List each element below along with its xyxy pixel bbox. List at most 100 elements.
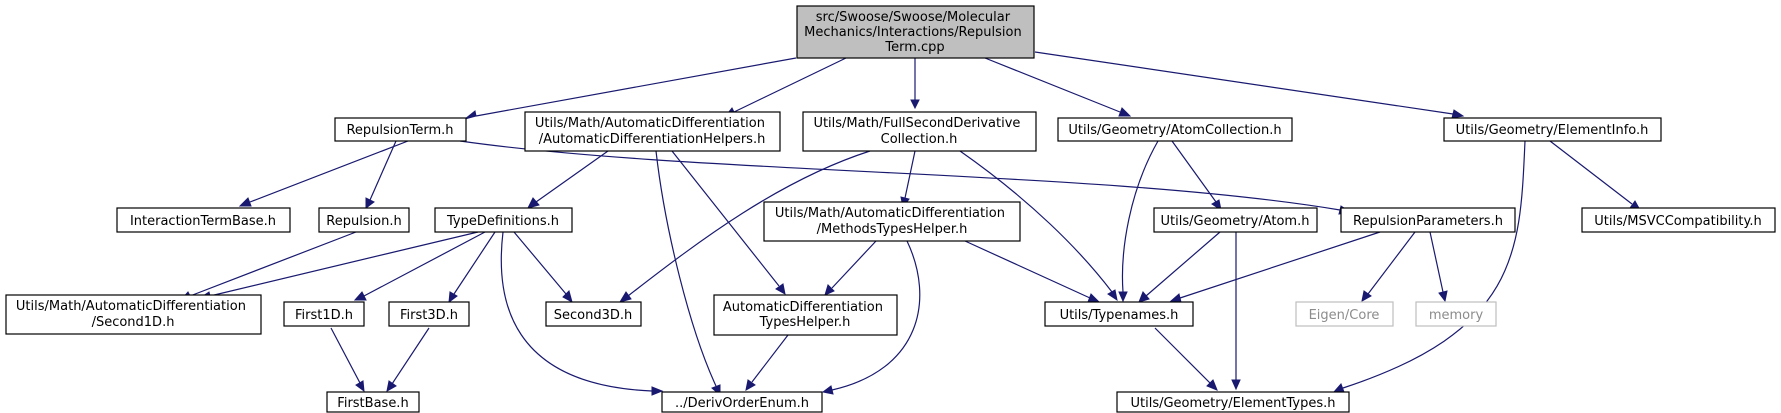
edge-atomcollection-atom	[1171, 140, 1217, 203]
edge-typeshelper-derivorder	[751, 334, 789, 383]
svg-text:Utils/Math/AutomaticDifferenti: Utils/Math/AutomaticDifferentiation /Aut…	[535, 116, 769, 147]
node-repulsion-parameters-h[interactable]: RepulsionParameters.h	[1340, 207, 1516, 233]
node-type-definitions-h[interactable]: TypeDefinitions.h	[434, 207, 573, 233]
svg-text:InteractionTermBase.h: InteractionTermBase.h	[130, 214, 276, 229]
svg-text:Utils/Math/AutomaticDifferenti: Utils/Math/AutomaticDifferentiation /Met…	[775, 206, 1009, 237]
node-label-line: Utils/Math/AutomaticDifferentiation	[16, 299, 246, 314]
edge-root-atomcollection	[984, 57, 1121, 113]
nodes: src/Swoose/Swoose/Molecular Mechanics/In…	[5, 5, 1776, 413]
node-label-line: TypesHelper.h	[759, 315, 851, 330]
edge-repulsion-second1d	[189, 231, 357, 297]
node-autodiff-types-helper-h[interactable]: AutomaticDifferentiation TypesHelper.h	[713, 294, 898, 336]
node-atom-h[interactable]: Utils/Geometry/Atom.h	[1153, 207, 1318, 233]
node-second1d-h[interactable]: Utils/Math/AutomaticDifferentiation /Sec…	[5, 294, 262, 335]
node-first-base-h[interactable]: FirstBase.h	[326, 391, 420, 413]
edge-elementinfo-msvc	[1549, 140, 1633, 205]
node-element-types-h[interactable]: Utils/Geometry/ElementTypes.h	[1116, 391, 1350, 413]
node-root-file[interactable]: src/Swoose/Swoose/Molecular Mechanics/In…	[796, 5, 1035, 59]
svg-text:src/Swoose/Swoose/Molecular: src/Swoose/Swoose/Molecular Mechanics/In…	[804, 10, 1026, 55]
edge-first3d-firstbase	[391, 327, 430, 385]
node-atom-collection-h[interactable]: Utils/Geometry/AtomCollection.h	[1057, 117, 1293, 142]
edge-autodiffhelpers-typeshelper	[671, 150, 780, 287]
node-label-line: src/Swoose/Swoose/Molecular	[816, 10, 1011, 25]
node-interaction-term-base-h[interactable]: InteractionTermBase.h	[116, 207, 291, 233]
node-label-line: Repulsion.h	[326, 214, 402, 229]
node-label-line: Utils/MSVCCompatibility.h	[1594, 214, 1761, 229]
svg-text:FirstBase.h: FirstBase.h	[337, 396, 408, 411]
edge-typedefs-first3d	[453, 231, 496, 295]
node-label-line: Utils/Math/FullSecondDerivative	[813, 116, 1020, 131]
svg-text:Utils/Geometry/ElementTypes.h: Utils/Geometry/ElementTypes.h	[1130, 396, 1335, 411]
svg-text:TypeDefinitions.h: TypeDefinitions.h	[446, 214, 559, 229]
edge-fullsecond-typenames	[959, 150, 1113, 293]
node-second3d-h[interactable]: Second3D.h	[545, 301, 642, 327]
node-label-line: AutomaticDifferentiation	[723, 300, 883, 315]
edge-repulsionterm-repulsion	[369, 140, 397, 201]
edge-root-repulsionterm	[475, 57, 797, 117]
edge-typedefs-second3d	[513, 231, 567, 295]
node-eigen-core[interactable]: Eigen/Core	[1295, 301, 1394, 327]
edge-autodiffhelpers-typedefs	[535, 150, 609, 203]
edge-root-autodiffhelpers	[733, 57, 847, 113]
node-label-line: First3D.h	[400, 308, 458, 323]
edge-typedefs-second1d	[209, 231, 479, 297]
edge-autodiffhelpers-derivorder	[655, 150, 717, 387]
edge-repulsionparams-eigen	[1367, 231, 1416, 295]
node-repulsion-term-h[interactable]: RepulsionTerm.h	[334, 117, 467, 142]
node-element-info-h[interactable]: Utils/Geometry/ElementInfo.h	[1443, 117, 1662, 142]
svg-text:Eigen/Core: Eigen/Core	[1309, 308, 1380, 323]
svg-text:../DerivOrderEnum.h: ../DerivOrderEnum.h	[675, 396, 809, 411]
node-label-line: Second3D.h	[554, 308, 633, 323]
node-label-line: /AutomaticDifferentiationHelpers.h	[539, 132, 766, 147]
svg-text:RepulsionParameters.h: RepulsionParameters.h	[1353, 214, 1503, 229]
svg-text:Second3D.h: Second3D.h	[554, 308, 633, 323]
edge-methodstypes-typeshelper	[831, 240, 877, 289]
node-label-line: ../DerivOrderEnum.h	[675, 396, 809, 411]
svg-text:Utils/Math/AutomaticDifferenti: Utils/Math/AutomaticDifferentiation /Sec…	[16, 299, 250, 330]
node-msvc-compatibility-h[interactable]: Utils/MSVCCompatibility.h	[1581, 207, 1776, 233]
svg-text:Utils/Geometry/AtomCollection.: Utils/Geometry/AtomCollection.h	[1068, 123, 1281, 138]
node-label-line: First1D.h	[295, 308, 353, 323]
node-label-line: Eigen/Core	[1309, 308, 1380, 323]
node-first3d-h[interactable]: First3D.h	[388, 301, 470, 327]
svg-text:Utils/Math/FullSecondDerivativ: Utils/Math/FullSecondDerivative Collecti…	[813, 116, 1024, 147]
node-label-line: Utils/Typenames.h	[1060, 308, 1179, 323]
svg-text:Utils/Geometry/Atom.h: Utils/Geometry/Atom.h	[1161, 214, 1310, 229]
node-label-line: Collection.h	[881, 132, 958, 147]
svg-text:Utils/Geometry/ElementInfo.h: Utils/Geometry/ElementInfo.h	[1456, 123, 1649, 138]
edge-fullsecond-methodstypes	[904, 150, 916, 199]
node-repulsion-h[interactable]: Repulsion.h	[318, 207, 410, 233]
node-typenames-h[interactable]: Utils/Typenames.h	[1044, 301, 1194, 327]
edges	[179, 51, 1641, 397]
edge-methodstypes-derivorder	[831, 240, 921, 391]
node-memory[interactable]: memory	[1415, 301, 1497, 327]
node-deriv-order-enum-h[interactable]: ../DerivOrderEnum.h	[661, 391, 823, 413]
node-label-line: memory	[1429, 308, 1484, 323]
svg-text:RepulsionTerm.h: RepulsionTerm.h	[346, 123, 453, 138]
node-label-line: Utils/Math/AutomaticDifferentiation	[535, 116, 765, 131]
node-label-line: /MethodsTypesHelper.h	[817, 222, 968, 237]
node-first1d-h[interactable]: First1D.h	[283, 301, 365, 327]
node-label-line: Utils/Geometry/AtomCollection.h	[1068, 123, 1281, 138]
edge-root-elementinfo	[1034, 51, 1454, 115]
node-label-line: /Second1D.h	[92, 315, 175, 330]
node-label-line: RepulsionParameters.h	[1353, 214, 1503, 229]
node-label-line: FirstBase.h	[337, 396, 408, 411]
svg-text:Utils/MSVCCompatibility.h: Utils/MSVCCompatibility.h	[1594, 214, 1761, 229]
svg-text:AutomaticDifferentiation: AutomaticDifferentiation TypesHelper.h	[723, 300, 887, 330]
edge-methodstypes-typenames	[964, 240, 1091, 299]
node-methods-types-helper-h[interactable]: Utils/Math/AutomaticDifferentiation /Met…	[763, 201, 1021, 242]
edge-repulsionterm-interactionbase	[249, 140, 409, 203]
node-full-second-derivative-h[interactable]: Utils/Math/FullSecondDerivative Collecti…	[802, 111, 1037, 152]
node-label-line: Utils/Math/AutomaticDifferentiation	[775, 206, 1005, 221]
node-autodiff-helpers-h[interactable]: Utils/Math/AutomaticDifferentiation /Aut…	[524, 111, 781, 152]
node-label-line: TypeDefinitions.h	[446, 214, 559, 229]
svg-text:memory: memory	[1429, 308, 1484, 323]
svg-text:Utils/Typenames.h: Utils/Typenames.h	[1060, 308, 1179, 323]
node-label-line: Mechanics/Interactions/Repulsion	[804, 25, 1022, 40]
node-label-line: InteractionTermBase.h	[130, 214, 276, 229]
edge-typenames-elementtypes	[1154, 327, 1211, 384]
edge-typedefs-first1d	[363, 231, 486, 297]
edge-atom-typenames	[1145, 231, 1221, 297]
